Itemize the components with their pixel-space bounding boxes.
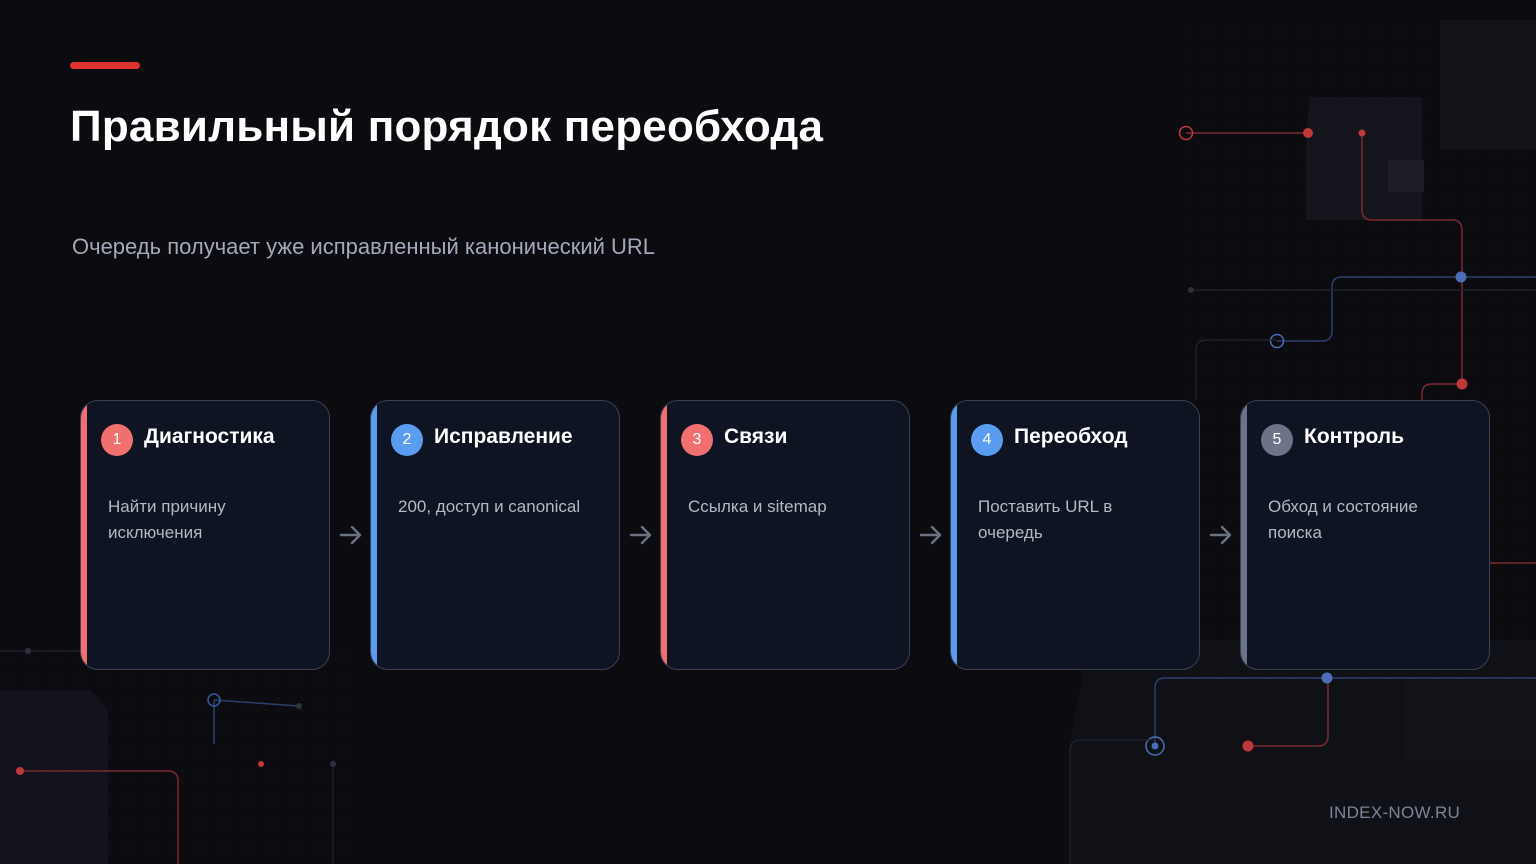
arrow-right-icon <box>919 525 942 545</box>
step-stripe <box>951 401 957 669</box>
step-number-badge: 3 <box>681 424 713 456</box>
step-card: 2 Исправление 200, доступ и canonical <box>370 400 620 670</box>
step-stripe <box>1241 401 1247 669</box>
arrow-right-icon <box>339 525 362 545</box>
step-title: Связи <box>724 425 788 448</box>
step-stripe <box>661 401 667 669</box>
step-description: Найти причину исключения <box>108 497 226 542</box>
step-title: Переобход <box>1014 425 1128 448</box>
arrow-right-icon <box>629 525 652 545</box>
step-number-badge: 1 <box>101 424 133 456</box>
step-description: 200, доступ и canonical <box>398 497 581 516</box>
footer-brand: INDEX-NOW.RU <box>1329 803 1461 822</box>
slide-subtitle: Очередь получает уже исправленный канони… <box>72 234 656 259</box>
step-number-badge: 5 <box>1261 424 1293 456</box>
step-stripe <box>81 401 87 669</box>
step-title: Диагностика <box>144 425 275 448</box>
step-number-badge: 2 <box>391 424 423 456</box>
step-card: 3 Связи Ссылка и sitemap <box>660 400 910 670</box>
step-card: 1 Диагностика Найти причину исключения <box>80 400 330 670</box>
accent-bar <box>70 62 140 69</box>
step-description: Поставить URL в очередь <box>978 497 1113 542</box>
step-stripe <box>371 401 377 669</box>
arrow-right-icon <box>1209 525 1232 545</box>
step-description: Ссылка и sitemap <box>688 497 827 516</box>
slide-title: Правильный порядок переобхода <box>70 102 824 151</box>
step-number-badge: 4 <box>971 424 1003 456</box>
step-title: Контроль <box>1304 425 1404 448</box>
step-description: Обход и состояние поиска <box>1268 497 1418 542</box>
step-card: 4 Переобход Поставить URL в очередь <box>950 400 1200 670</box>
step-card: 5 Контроль Обход и состояние поиска <box>1240 400 1490 670</box>
step-title: Исправление <box>434 425 573 448</box>
